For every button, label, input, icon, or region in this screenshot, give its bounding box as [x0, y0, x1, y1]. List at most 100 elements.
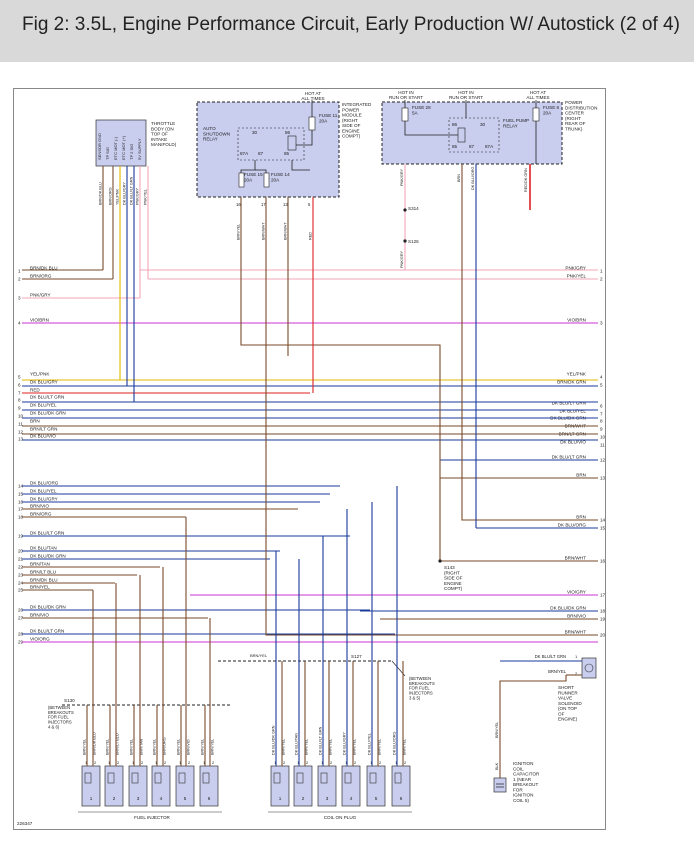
coil-wire-label: DK BLU/YEL [368, 733, 372, 755]
capacitor-label: COIL 5) [513, 798, 529, 803]
coil-number: 4 [350, 796, 353, 801]
pin-number: 2 [330, 760, 333, 765]
pin-number: 2 [404, 760, 407, 765]
injector-number: 2 [113, 796, 116, 801]
right-wire-number: 14 [600, 518, 606, 523]
ignition-capacitor [493, 777, 507, 793]
right-wire-number: 1 [600, 269, 603, 274]
ipm-wire-label: RED [309, 232, 313, 240]
injector-wire-label: BRN/ORG [163, 737, 167, 755]
splice-label: S127 [351, 654, 362, 659]
coil-winding [344, 772, 352, 784]
relay-pin: 87A [240, 151, 249, 156]
coil-wire-label: DK BLU/LT GRN [319, 726, 323, 755]
pin-number: 2 [212, 760, 215, 765]
fuse-label: FUSE 6 [543, 105, 560, 110]
ipm-wire-label: BRN/WHT [284, 222, 288, 240]
title-bar: Fig 2: 3.5L, Engine Performance Circuit,… [0, 0, 694, 62]
left-wire-label: BRN/TAN [30, 562, 50, 567]
left-wire-label: BRN/LT GRN [30, 427, 57, 432]
splice-note: BREAKOUTS [409, 681, 435, 686]
relay-pin: 86 [285, 130, 291, 135]
left-wire-number: 12 [18, 430, 24, 435]
right-wire-label: DK BLU/LT GRN [552, 455, 586, 460]
left-wire-number: 16 [18, 500, 24, 505]
splice-note: (BETWEEN [48, 705, 70, 710]
ipm-internal [255, 169, 267, 173]
coil-wire-label: DK BLU/GRY [343, 732, 347, 755]
srv-solenoid [581, 657, 597, 679]
coil-winding [369, 772, 377, 784]
splice-label: S143 [444, 565, 455, 570]
splice-label: S126 [408, 239, 419, 244]
coil-wire-label: BRN/YEL [282, 739, 286, 755]
injector-wire-label: BRN/YEL [130, 739, 134, 755]
pin-number: 2 [117, 760, 120, 765]
ipm-internal [296, 130, 313, 146]
capacitor-label: IGNITION [513, 793, 533, 798]
ipm-label: (RIGHT [342, 118, 358, 123]
left-wire-number: 6 [18, 383, 21, 388]
left-wire-number: 23 [18, 573, 24, 578]
right-wire-label: BRN [576, 473, 586, 478]
coil-number: 2 [302, 796, 305, 801]
coil-on-plug-label: COIL ON PLUG [324, 815, 357, 820]
coil-winding [296, 772, 304, 784]
injector-wire-label: BRN/TAN [140, 738, 144, 755]
left-wire-number: 5 [18, 375, 21, 380]
ipm-pin-number: 13 [283, 202, 288, 207]
left-wire-number: 13 [18, 437, 24, 442]
ipm-pin-number: 5 [308, 202, 311, 207]
relay-pin: 85 [284, 151, 290, 156]
page-title: Fig 2: 3.5L, Engine Performance Circuit,… [22, 14, 680, 35]
splice-note: (BETWEEN [409, 676, 431, 681]
fuel-injector [151, 765, 171, 807]
coil-on-plug [317, 765, 337, 807]
pin-number: 2 [306, 760, 309, 765]
throttle-wire-label: BRN/DK BLU [99, 182, 103, 205]
right-wire-number: 9 [600, 427, 603, 432]
fuse-label: 20A [271, 177, 280, 182]
pin-number: 2 [164, 760, 167, 765]
capacitor-label: BREAKOUT [513, 782, 538, 787]
left-wire-number: 7 [18, 391, 21, 396]
right-wire-label: DK BLU/ORG [558, 523, 587, 528]
fuel-pump-relay [448, 117, 500, 153]
asd-relay-label: AUTO [203, 126, 216, 131]
left-wire-number: 21 [18, 557, 24, 562]
coil-winding [273, 772, 281, 784]
fuel-pump-relay-label: RELAY [503, 123, 518, 128]
pdc-label: REAR OF [565, 121, 586, 126]
throttle-wire-label: DK BLU/LT GRN [130, 176, 134, 205]
srv-label: ENGINE) [558, 717, 578, 722]
srv-wire-label: BRN/YEL [548, 669, 567, 674]
coil-winding [320, 772, 328, 784]
coil-on-plug [391, 765, 411, 807]
relay-pin: 87A [485, 144, 494, 149]
coil-wire-label: BRN/YEL [305, 739, 309, 755]
right-wire-label: BRN/WHT [565, 630, 587, 635]
right-wire-label: VIO/GRY [567, 590, 586, 595]
left-wire-number: 29 [18, 640, 24, 645]
injector-number: 5 [184, 796, 187, 801]
left-wire-label: DK BLU/GRY [30, 380, 58, 385]
injector-coil [84, 772, 92, 784]
injector-coil [131, 772, 139, 784]
splice-label: SIDE OF [444, 576, 463, 581]
srv-label: VALVE [558, 696, 572, 701]
splice-s126 [403, 239, 407, 243]
left-wire-label: RED [30, 388, 40, 393]
throttle-pin-label: ETC MOT (+) [121, 135, 126, 160]
right-wire-label: DK BLU/LT GRN [552, 401, 586, 406]
pin-number: 2 [575, 671, 578, 676]
relay-pin: 87 [258, 151, 264, 156]
left-wire-number: 4 [18, 321, 21, 326]
right-wire-number: 10 [600, 435, 606, 440]
fuse-6 [532, 107, 540, 122]
srv-coil [584, 663, 594, 673]
relay-pin: 30 [252, 130, 258, 135]
left-wire-number: 28 [18, 632, 24, 637]
relay-pin: 86 [452, 122, 458, 127]
srv-label: OF [558, 711, 565, 716]
right-wire-number: 13 [600, 476, 606, 481]
